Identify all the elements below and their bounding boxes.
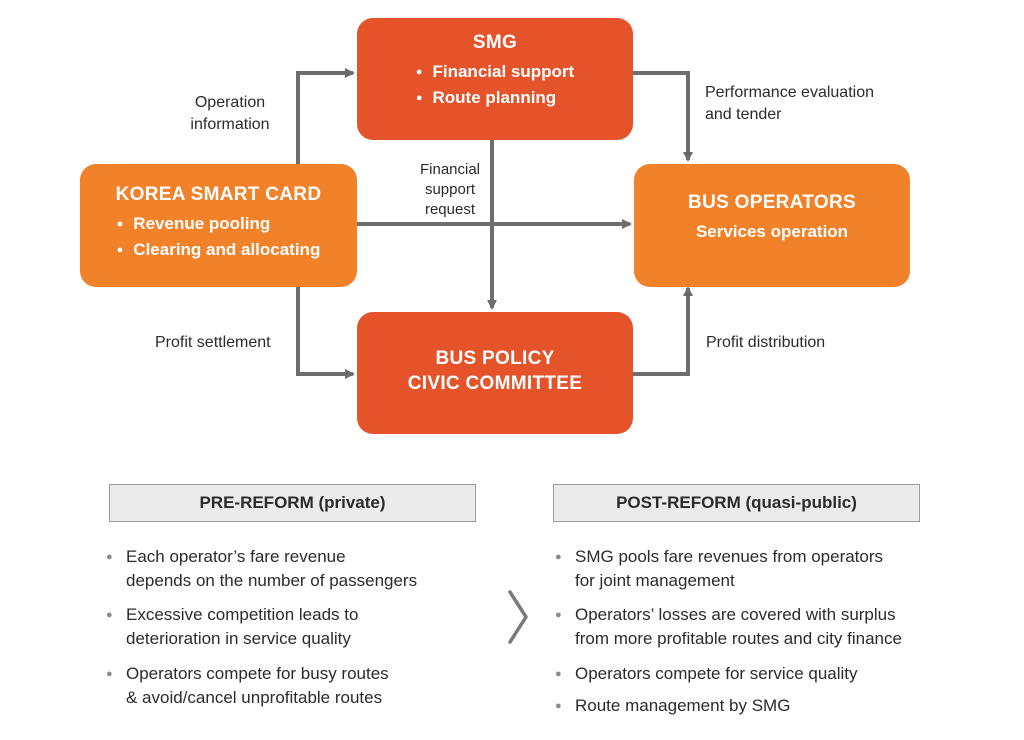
arrow-smg-to-bus xyxy=(632,71,693,162)
list-item-line: & avoid/cancel unprofitable routes xyxy=(126,688,383,707)
label-line: Financial xyxy=(419,161,481,178)
label-line: Operation xyxy=(194,94,266,111)
arrow-committee-to-bus xyxy=(632,286,693,376)
smg-title: SMG xyxy=(472,32,518,53)
list-item-line: Operators compete for busy routes xyxy=(126,664,389,683)
list-item-line: depends on the number of passengers xyxy=(126,571,418,590)
list-item-line: Excessive competition leads to xyxy=(126,605,359,624)
label-operation-information: Operation information xyxy=(180,92,280,136)
korea-smart-card-title: KOREA SMART CARD xyxy=(115,184,322,205)
arrow-ksc-to-smg xyxy=(296,68,355,164)
label-performance-evaluation: Performance evaluation and tender xyxy=(705,82,905,126)
post-reform-header: POST-REFORM (quasi-public) xyxy=(553,484,920,522)
bus-operators-title: BUS OPERATORS xyxy=(688,192,856,213)
bus-policy-committee-node: BUS POLICY CIVIC COMMITTEE xyxy=(357,312,633,434)
smg-item: Financial support xyxy=(416,60,574,86)
bus-operators-subtitle: Services operation xyxy=(695,222,849,241)
list-item: Each operator’s fare revenue depends on … xyxy=(106,545,486,593)
label-profit-settlement: Profit settlement xyxy=(155,334,271,351)
label-financial-support-request: Financial support request xyxy=(410,160,490,220)
label-line: and tender xyxy=(705,106,782,123)
list-item: Operators compete for service quality xyxy=(555,662,975,686)
arrow-ksc-to-committee xyxy=(296,287,355,379)
list-item: Operators’ losses are covered with surpl… xyxy=(555,603,975,651)
list-item-line: Operators’ losses are covered with surpl… xyxy=(575,605,896,624)
post-reform-list: SMG pools fare revenues from operators f… xyxy=(555,545,975,718)
label-line: Performance evaluation xyxy=(705,84,874,101)
committee-title-line2: CIVIC COMMITTEE xyxy=(407,373,583,394)
label-line: support xyxy=(424,181,476,198)
korea-smart-card-item: Clearing and allocating xyxy=(117,238,320,264)
pre-reform-header: PRE-REFORM (private) xyxy=(109,484,476,522)
list-item: SMG pools fare revenues from operators f… xyxy=(555,545,975,593)
korea-smart-card-node: KOREA SMART CARD Revenue pooling Clearin… xyxy=(80,164,357,287)
korea-smart-card-item: Revenue pooling xyxy=(117,212,321,238)
label-line: request xyxy=(424,201,476,218)
pre-reform-list: Each operator’s fare revenue depends on … xyxy=(106,545,486,710)
list-item-line: Operators compete for service quality xyxy=(575,664,858,683)
list-item-line: deterioration in service quality xyxy=(126,629,351,648)
list-item-line: SMG pools fare revenues from operators xyxy=(575,547,884,566)
list-item-line: Route management by SMG xyxy=(575,696,791,715)
list-item-line: for joint management xyxy=(575,571,735,590)
smg-node: SMG Financial support Route planning xyxy=(357,18,633,140)
list-item-line: Each operator’s fare revenue xyxy=(126,547,346,566)
label-line: information xyxy=(190,116,270,133)
bus-operators-node: BUS OPERATORS Services operation xyxy=(634,164,910,287)
smg-item: Route planning xyxy=(416,86,574,112)
smg-items: Financial support Route planning xyxy=(416,60,574,112)
chevron-right-icon xyxy=(508,590,528,644)
list-item: Excessive competition leads to deteriora… xyxy=(106,603,486,651)
list-item-line: from more profitable routes and city fin… xyxy=(575,629,902,648)
list-item: Route management by SMG xyxy=(555,694,975,718)
korea-smart-card-items: Revenue pooling Clearing and allocating xyxy=(117,212,321,264)
label-profit-distribution: Profit distribution xyxy=(706,334,826,351)
committee-title-line1: BUS POLICY xyxy=(435,348,555,369)
list-item: Operators compete for busy routes & avoi… xyxy=(106,662,486,710)
